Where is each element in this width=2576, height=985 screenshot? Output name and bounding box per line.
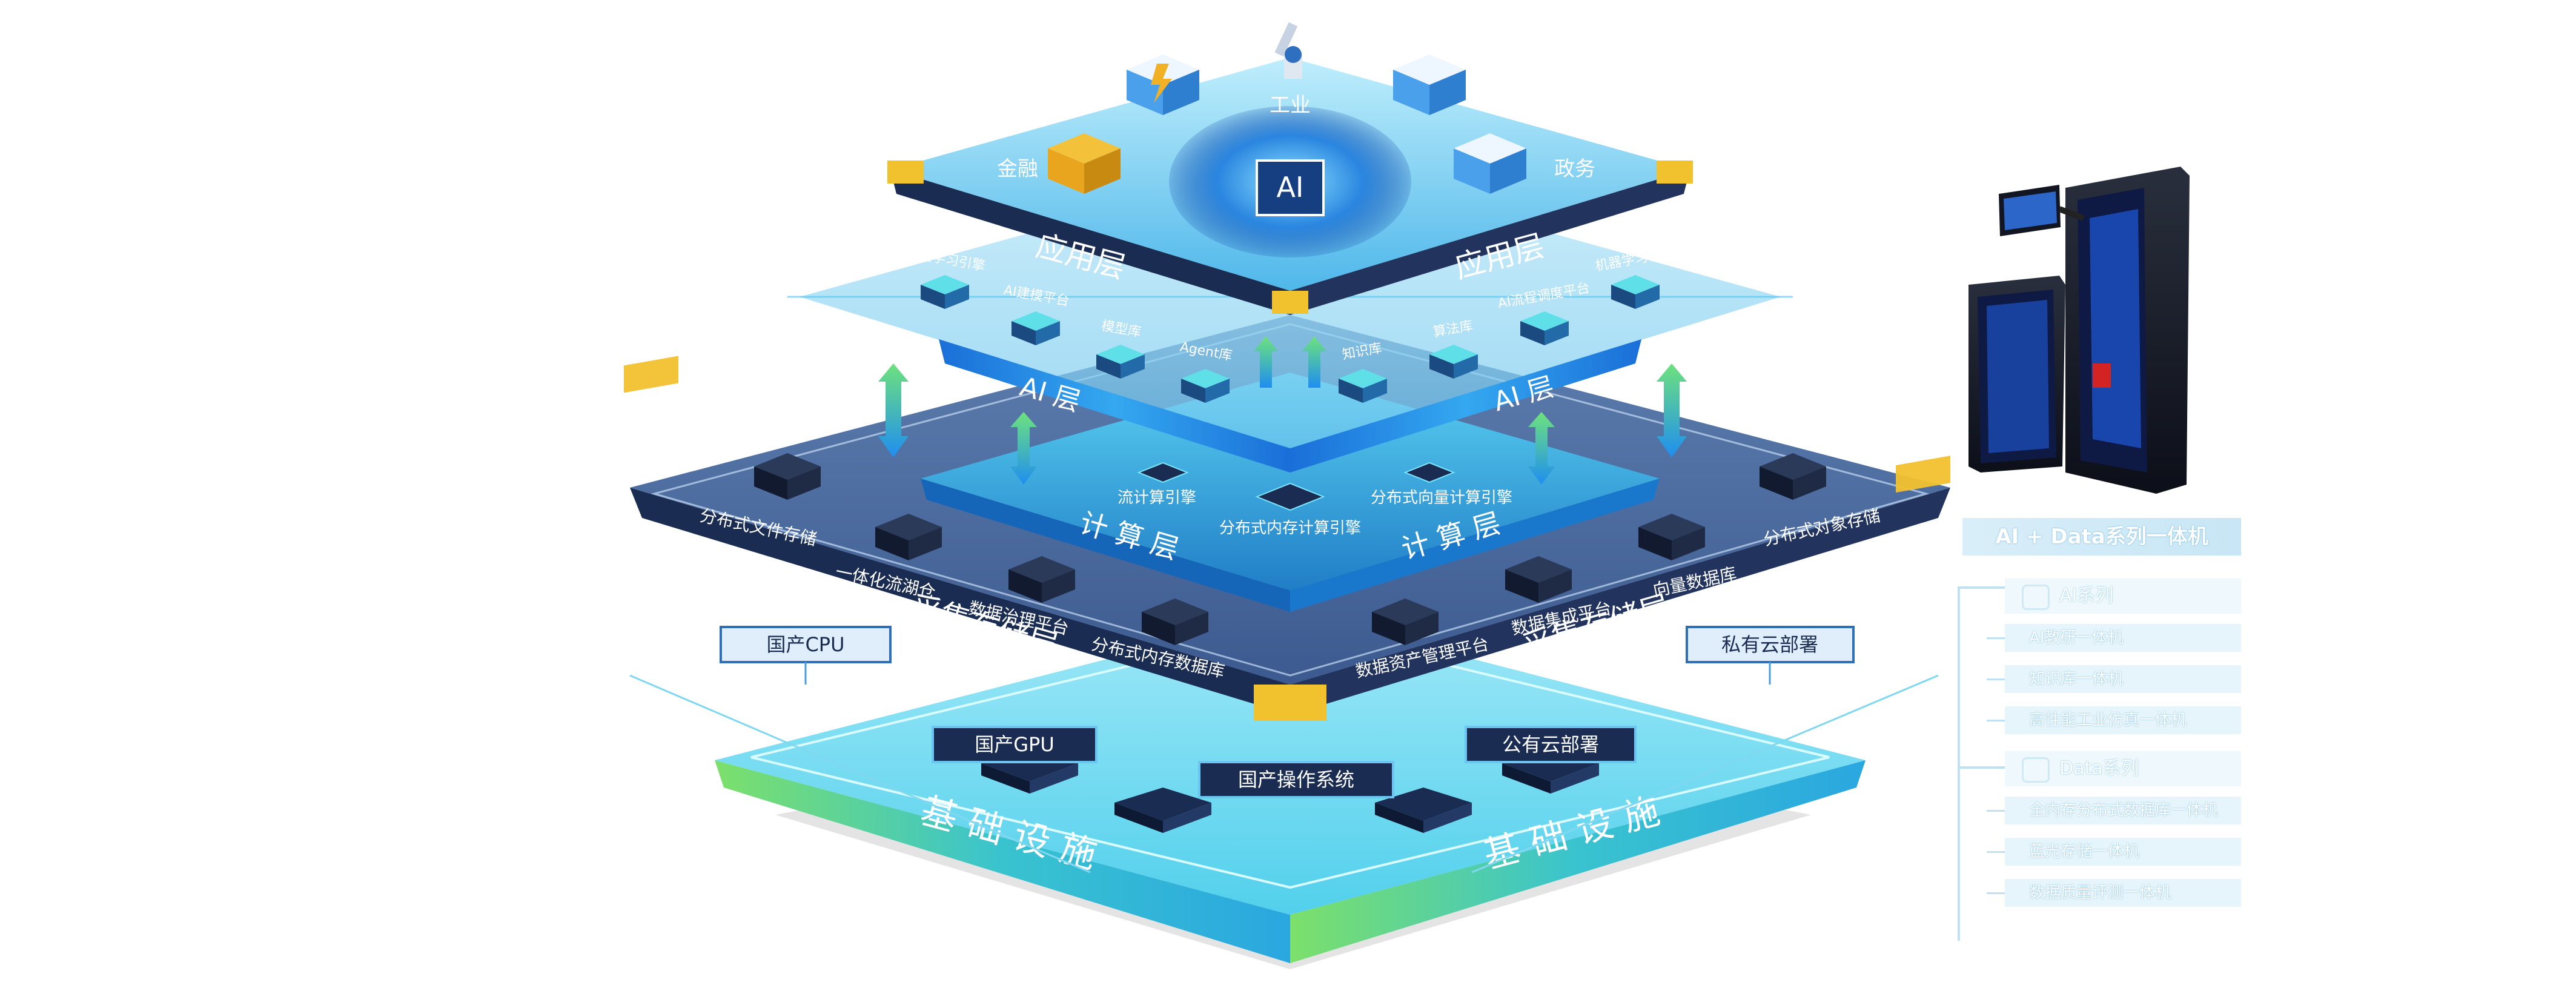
chat-bubble-icon [2022,585,2050,610]
gpu-label: 国产GPU [975,733,1055,756]
industry-label: 工业 [1270,93,1311,118]
data-flow-arrows [878,336,1687,485]
compute-item-label: 流计算引擎 [1117,489,1196,507]
server-cabinet-icon [2065,167,2190,494]
gpu-badge [932,726,1098,763]
ai-series-item[interactable]: 知识库一体机 [1987,665,2241,693]
ai-series-item[interactable]: AI教研一体机 [1987,624,2241,652]
infra-items: 国产CPU 国产GPU 国产操作系统 公有云部署 私有云部署 [629,626,1939,874]
item-label: 蓝光存储一体机 [2029,843,2140,861]
item-label: 数据质量评测一体机 [2029,884,2171,902]
server-cabinet-icon [1968,276,2065,473]
ai-chip-label: AI [1276,171,1303,204]
ai-series-header[interactable]: AI系列 [2005,579,2241,614]
appliance-cabinets [1968,167,2190,494]
compute-items: 流计算引擎 分布式内存计算引擎 分布式向量计算引擎 [1117,462,1512,537]
compute-item-label: 分布式向量计算引擎 [1371,489,1512,507]
item-label: AI教研一体机 [2029,629,2124,647]
double-arrow-icon [1657,363,1687,457]
ai-chip-icon [1256,159,1325,216]
monitor-icon [1999,185,2085,236]
public-cloud-label: 公有云部署 [1502,733,1599,756]
data-series-item[interactable]: 数据质量评测一体机 [1987,879,2241,907]
tree-connector [1958,586,1960,941]
data-series-header[interactable]: Data系列 [2005,751,2241,786]
server-chip-icon [1375,788,1472,833]
item-label: 全内存分布式数据库一体机 [2029,801,2219,820]
double-arrow-icon [878,363,909,457]
public-cloud-badge [1465,726,1637,763]
database-icon [2022,757,2050,783]
finance-box-icon [1048,133,1121,194]
os-label: 国产操作系统 [1238,768,1354,791]
cpu-label: 国产CPU [766,633,844,656]
ai-series-label: AI系列 [2059,585,2114,606]
ai-item: 模型库 [1096,319,1145,379]
item-label: 知识库一体机 [2029,670,2124,688]
server-chip-icon [1114,788,1211,833]
government-label: 政务 [1554,157,1595,181]
panel-title: AI + Data系列一体机 [1962,518,2241,556]
up-arrow-icon [1302,336,1326,388]
data-series-item[interactable]: 蓝光存储一体机 [1987,838,2241,866]
os-badge [1198,761,1394,798]
appliance-panel: AI + Data系列一体机 AI系列 AI教研一体机 知识库一体机 高性能工业… [1938,170,2253,945]
application-layer: 应用层 应用层 AI 工业 金融 政务 [887,22,1693,315]
up-arrow-icon [1254,336,1278,388]
ai-series-item[interactable]: 高性能工业仿真一体机 [1987,706,2241,734]
compute-item: 流计算引擎 [1117,462,1196,507]
lightning-box-icon [1127,55,1199,115]
item-label: 高性能工业仿真一体机 [2029,711,2187,729]
finance-label: 金融 [997,157,1038,181]
double-arrow-icon [1010,412,1037,485]
robot-arm-icon [1274,22,1302,79]
government-building-icon [1454,133,1526,194]
double-arrow-icon [1528,412,1555,485]
compute-item: 分布式内存计算引擎 [1219,482,1361,537]
cpu-badge [720,626,892,663]
data-series-label: Data系列 [2059,758,2139,779]
private-cloud-label: 私有云部署 [1721,633,1818,656]
data-series-item[interactable]: 全内存分布式数据库一体机 [1987,797,2241,824]
tree-connector [1958,586,2005,589]
compute-item: 分布式向量计算引擎 [1371,462,1512,507]
tree-connector [1958,766,2005,769]
compute-item-label: 分布式内存计算引擎 [1219,519,1361,537]
private-cloud-badge [1686,626,1855,663]
5g-box-icon [1393,55,1466,115]
